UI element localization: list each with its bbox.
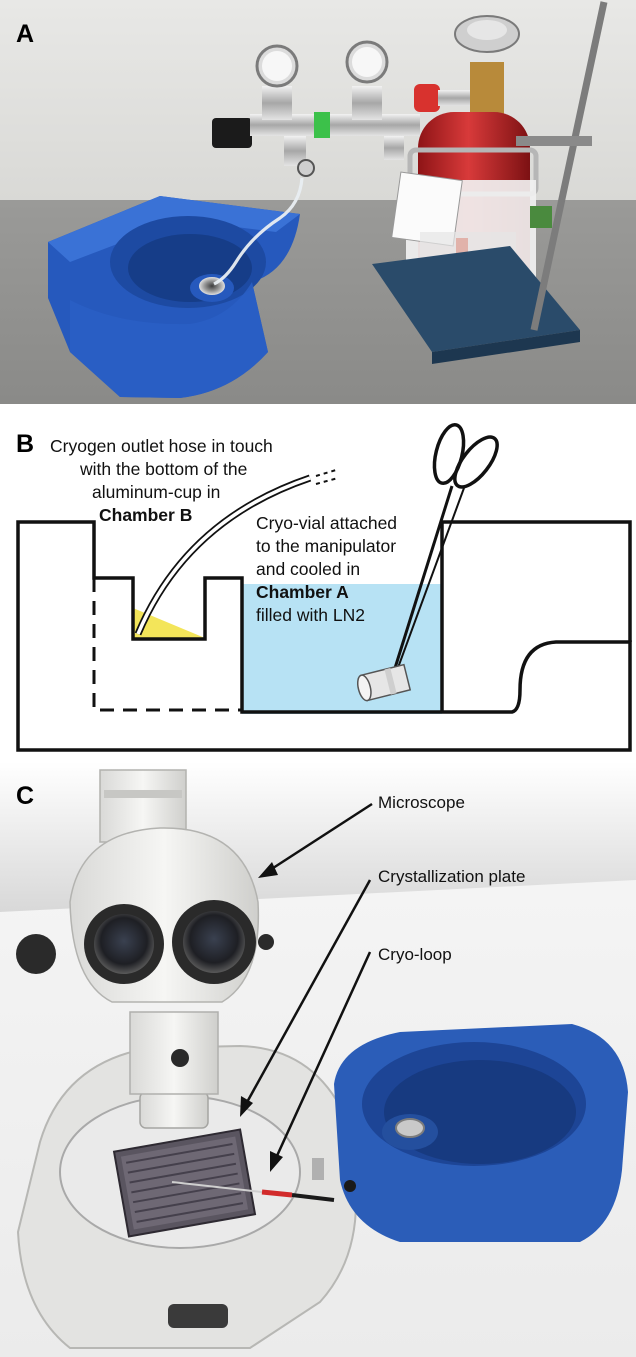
pressure-regulator <box>212 15 520 177</box>
ln2-fill <box>242 584 442 714</box>
cryo-vial <box>356 663 412 702</box>
chamber-b-note-line1: Cryogen outlet hose in touch <box>50 436 273 456</box>
foam-dewar <box>334 1024 628 1242</box>
chamber-a-note-line4: Chamber A <box>256 582 349 602</box>
panel-c-photo: C Microscope Crystallization plate Cryo-… <box>0 762 636 1357</box>
arrow-head <box>240 1096 253 1117</box>
cryogen-liquid <box>133 608 205 638</box>
hidden-edge <box>92 578 242 712</box>
wall-background <box>0 0 636 200</box>
chamber-a-note-line2: to the manipulator <box>256 536 396 556</box>
callout-microscope: Microscope <box>378 793 465 812</box>
panel-a-photo: A <box>0 0 636 412</box>
panel-b-schematic: B Cryogen outlet hose in touch with the … <box>0 412 636 762</box>
arrow-head <box>258 862 278 878</box>
arrow-head <box>270 1151 283 1172</box>
chamber-a-wall <box>440 520 632 712</box>
chamber-b-note-line3: aluminum-cup in <box>92 482 220 502</box>
callout-arrows <box>240 802 373 1172</box>
manipulator <box>388 422 499 685</box>
panel-b-letter: B <box>16 430 34 458</box>
chamber-a-note-line1: Cryo-vial attached <box>256 513 397 533</box>
lab-stand <box>372 1 608 364</box>
callout-cryo-loop: Cryo-loop <box>378 945 452 964</box>
callout-crystallization-plate: Crystallization plate <box>378 867 525 886</box>
dewar-outline <box>16 520 632 752</box>
panel-a-illustration: A <box>0 0 636 412</box>
cryo-loop-tool <box>171 1181 335 1202</box>
panel-a-letter: A <box>16 20 34 48</box>
chamber-a-note-line3: and cooled in <box>256 559 360 579</box>
outlet-hose <box>213 177 304 286</box>
chamber-b-note-line4: Chamber B <box>99 505 192 525</box>
microscope-head <box>16 769 274 1129</box>
foam-dewar <box>48 196 300 398</box>
panel-c-illustration: C Microscope Crystallization plate Cryo-… <box>0 762 636 1357</box>
panel-c-letter: C <box>16 782 34 810</box>
hose-continuation <box>315 469 337 477</box>
chamber-b-note-line2: with the bottom of the <box>79 459 247 479</box>
chamber-a-note-line5: filled with LN2 <box>256 605 365 625</box>
panel-b-diagram: B Cryogen outlet hose in touch with the … <box>16 422 632 752</box>
